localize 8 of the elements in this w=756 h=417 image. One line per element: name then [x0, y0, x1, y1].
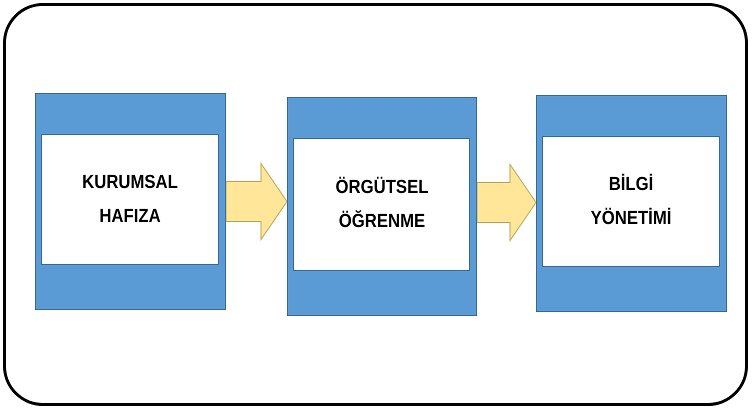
process-box: [35, 93, 226, 310]
block-arrow: [226, 162, 288, 242]
box-label: KURUMSAL HAFIZA: [81, 171, 179, 228]
box-label: ÖRGÜTSEL ÖĞRENME: [334, 176, 429, 234]
process-box: [536, 95, 727, 312]
block-arrow: [476, 162, 537, 242]
box-label: BİLGİ YÖNETİMİ: [590, 172, 672, 230]
process-box: [287, 97, 477, 316]
